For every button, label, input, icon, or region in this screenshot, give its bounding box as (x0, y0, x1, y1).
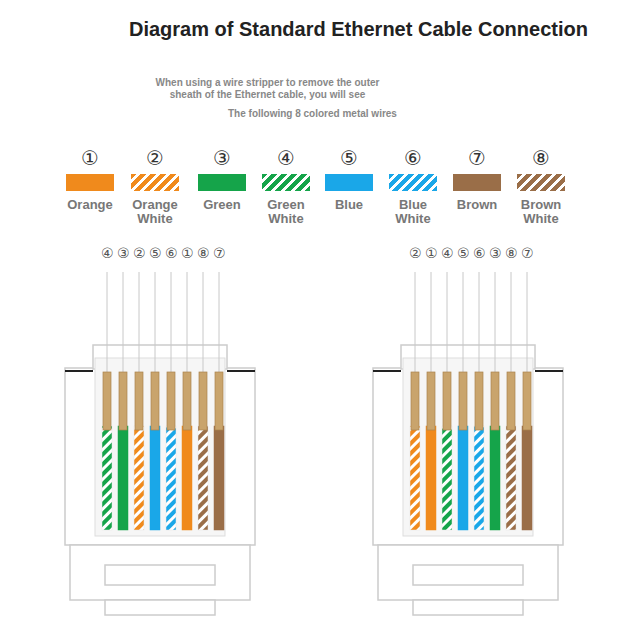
color-name: Green White (253, 198, 319, 226)
pin-number: ③ (117, 245, 130, 261)
rj45-plug (373, 272, 563, 615)
callout-number: ⑥ (404, 146, 422, 170)
pin-number: ⑦ (213, 245, 226, 261)
color-name: Brown (444, 198, 510, 212)
pin-number: ① (425, 245, 438, 261)
pin-number: ⑦ (521, 245, 534, 261)
note: The following 8 colored metal wires (228, 108, 397, 119)
note: When using a wire stripper to remove the… (150, 77, 385, 101)
color-name: Orange (57, 198, 123, 212)
color-swatch (325, 174, 373, 191)
pin-number: ⑥ (165, 245, 178, 261)
pin-number: ⑧ (505, 245, 518, 261)
callout-number: ⑧ (532, 146, 550, 170)
rj45-plug (65, 272, 255, 615)
title: Diagram of Standard Ethernet Cable Conne… (129, 18, 588, 41)
callout-number: ⑤ (340, 146, 358, 170)
pin-number: ⑥ (473, 245, 486, 261)
color-swatch (66, 174, 114, 191)
color-name: Blue (316, 198, 382, 212)
pin-number: ④ (441, 245, 454, 261)
color-swatch (131, 174, 179, 191)
pin-number: ⑤ (457, 245, 470, 261)
pin-number: ④ (101, 245, 114, 261)
color-name: Blue White (380, 198, 446, 226)
color-name: Green (189, 198, 255, 212)
pin-number: ① (181, 245, 194, 261)
color-swatch (517, 174, 565, 191)
pin-number: ② (409, 245, 422, 261)
callout-number: ② (146, 146, 164, 170)
callout-number: ⑦ (468, 146, 486, 170)
color-name: Brown White (508, 198, 574, 226)
color-swatch (198, 174, 246, 191)
pin-number: ⑧ (197, 245, 210, 261)
color-swatch (389, 174, 437, 191)
color-name: Orange White (122, 198, 188, 226)
pin-number: ⑤ (149, 245, 162, 261)
color-swatch (262, 174, 310, 191)
callout-number: ④ (277, 146, 295, 170)
color-swatch (453, 174, 501, 191)
callout-number: ① (81, 146, 99, 170)
pin-number: ② (133, 245, 146, 261)
callout-number: ③ (213, 146, 231, 170)
pin-number: ③ (489, 245, 502, 261)
